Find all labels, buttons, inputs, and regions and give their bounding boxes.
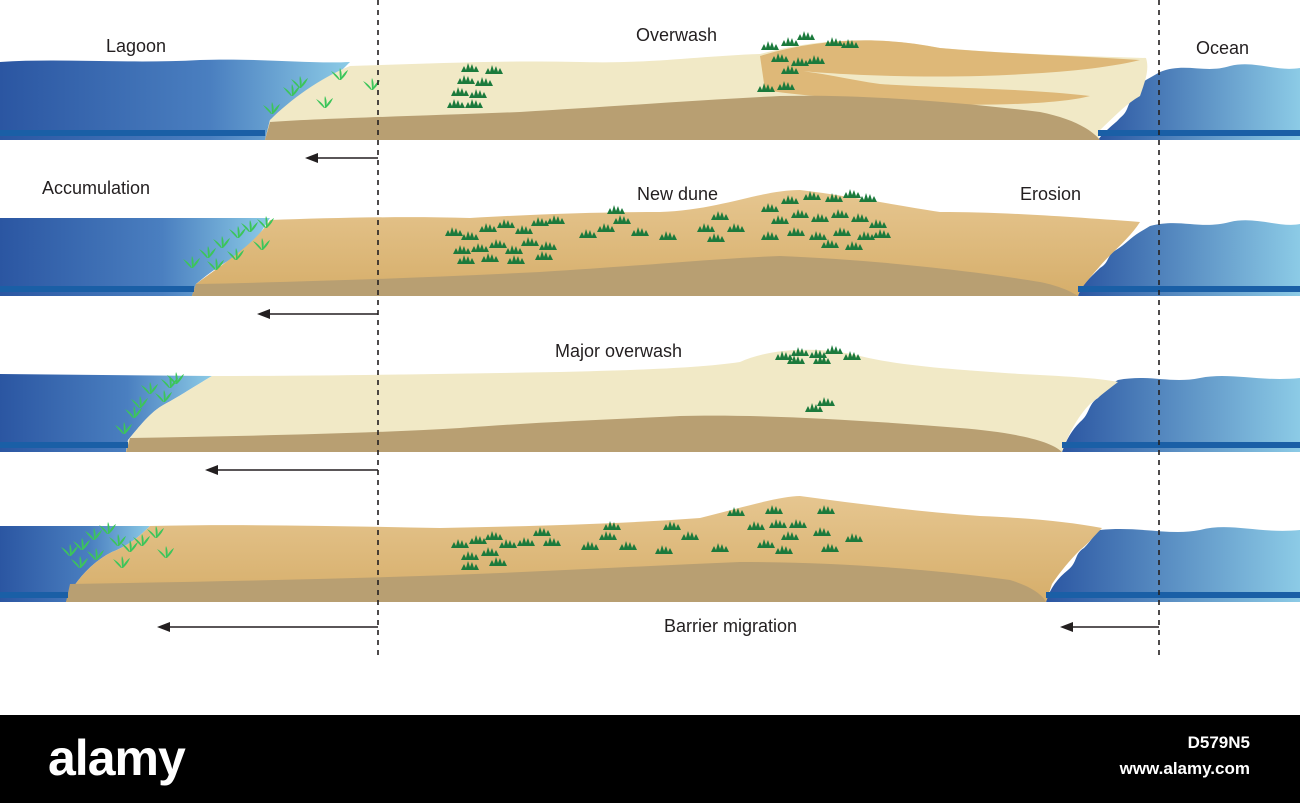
brand-logo: alamy (48, 730, 186, 786)
label-new-dune: New dune (637, 184, 719, 204)
label-barrier-migration: Barrier migration (664, 616, 798, 636)
arrow-4-ocean (1060, 622, 1159, 632)
ocean-water (1062, 376, 1300, 452)
ocean-water (1046, 527, 1300, 602)
panel-overwash (0, 31, 1300, 140)
dune-layer (760, 40, 1140, 105)
label-erosion: Erosion (1020, 184, 1082, 204)
label-lagoon: Lagoon (106, 36, 167, 56)
base-layer (265, 95, 1100, 140)
base-layer (66, 562, 1046, 602)
migration-arrows (157, 153, 1159, 632)
barrier-migration-diagram: Lagoon Overwash Ocean Accumulation New d… (0, 0, 1300, 660)
panel-barrier-migration (0, 496, 1300, 602)
image-code: D579N5 (1187, 733, 1250, 752)
label-overwash: Overwash (636, 25, 718, 45)
base-layer (192, 256, 1078, 296)
lagoon-water (0, 218, 270, 296)
label-ocean: Ocean (1196, 38, 1250, 58)
website-url: www.alamy.com (1119, 759, 1250, 778)
arrow-3 (205, 465, 378, 475)
base-layer (126, 415, 1062, 452)
ocean-water (1078, 220, 1300, 296)
lagoon-water (0, 374, 212, 452)
stock-footer: alamy D579N5 www.alamy.com (0, 715, 1300, 803)
arrow-4-lagoon (157, 622, 378, 632)
arrow-1 (305, 153, 378, 163)
lagoon-water (0, 526, 150, 602)
panel-new-dune (0, 189, 1300, 296)
panel-major-overwash (0, 345, 1300, 452)
ocean-water (1098, 64, 1300, 140)
lagoon-water (0, 59, 350, 140)
label-accumulation: Accumulation (42, 178, 151, 198)
arrow-2 (257, 309, 378, 319)
label-major-overwash: Major overwash (555, 341, 683, 361)
diagram-canvas (0, 0, 1300, 660)
